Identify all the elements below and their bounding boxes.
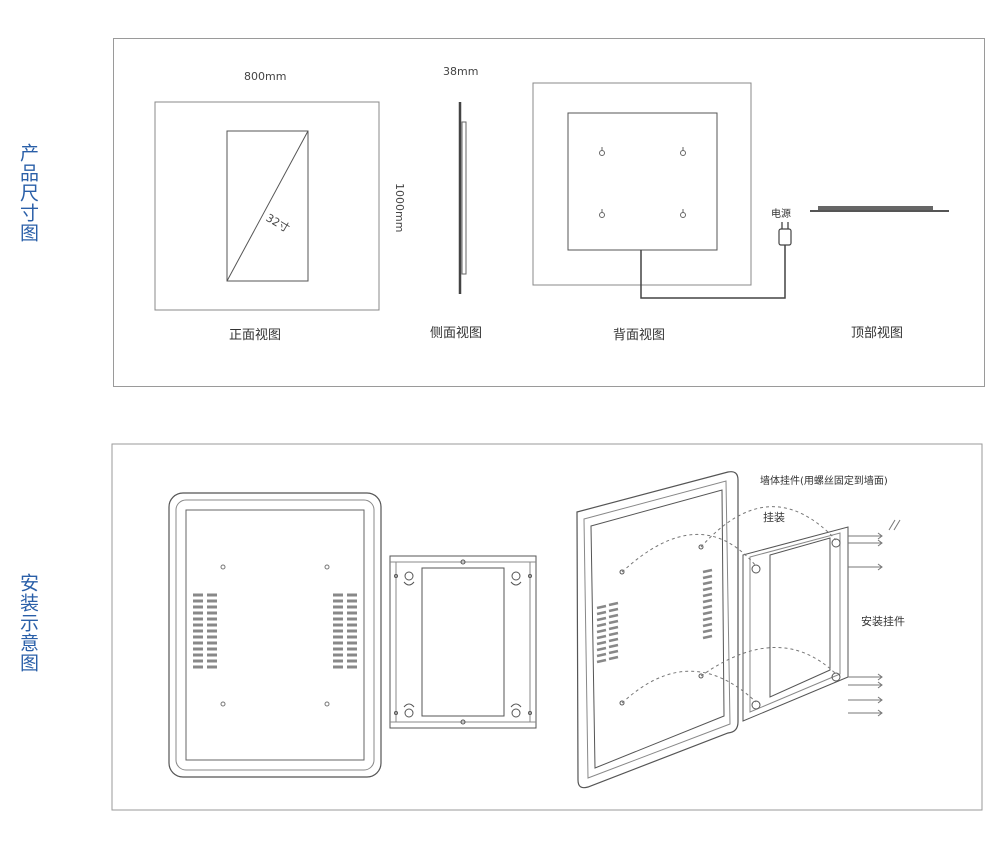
wall-arrows bbox=[848, 519, 901, 717]
wall-mount-note: 墙体挂件(用螺丝固定到墙面) bbox=[760, 474, 888, 487]
top-body bbox=[818, 206, 933, 211]
back-panel bbox=[567, 112, 718, 251]
top-view: 顶部视图 bbox=[810, 206, 949, 341]
front-view: 32寸 800mm 1000mm 正面视图 bbox=[154, 70, 406, 343]
screen-diagonal bbox=[226, 130, 309, 282]
dimensions-panel bbox=[113, 38, 985, 387]
front-view-caption: 正面视图 bbox=[229, 328, 281, 343]
keyhole-holes bbox=[599, 147, 686, 218]
front-outer-frame bbox=[154, 101, 380, 311]
install-panel bbox=[111, 443, 983, 811]
side-view-caption: 侧面视图 bbox=[430, 326, 482, 341]
bracket-hooks bbox=[394, 559, 532, 725]
width-label: 800mm bbox=[244, 70, 286, 83]
power-plug-icon bbox=[778, 222, 792, 246]
vent-left bbox=[193, 593, 217, 669]
back-view: 电源 背面视图 bbox=[532, 82, 792, 343]
power-cable bbox=[640, 245, 786, 299]
keyhole-bottom-right bbox=[680, 212, 686, 218]
perspective-vents bbox=[596, 568, 713, 664]
side-mount-bracket bbox=[461, 121, 467, 275]
section-title-dimensions: 产品尺寸图 bbox=[16, 143, 40, 243]
back-outer-frame bbox=[532, 82, 752, 286]
section-title-install-text: 安装示意图 bbox=[17, 573, 39, 673]
vent-right bbox=[333, 593, 357, 669]
section-title-install: 安装示意图 bbox=[16, 573, 40, 673]
hang-label: 挂装 bbox=[763, 510, 785, 524]
perspective-install-illustration bbox=[576, 471, 901, 789]
screen-size-label: 32寸 bbox=[264, 210, 293, 235]
power-label: 电源 bbox=[771, 207, 791, 220]
bracket-label: 安装挂件 bbox=[861, 614, 905, 628]
mount-holes bbox=[220, 564, 330, 707]
keyhole-bottom-left bbox=[599, 212, 605, 218]
keyhole-top-left bbox=[599, 150, 605, 156]
height-label: 1000mm bbox=[393, 183, 406, 232]
display-back-illustration bbox=[168, 492, 382, 778]
back-view-caption: 背面视图 bbox=[613, 328, 665, 343]
wall-bracket-illustration bbox=[389, 555, 537, 729]
depth-label: 38mm bbox=[443, 65, 478, 78]
top-view-caption: 顶部视图 bbox=[851, 326, 903, 341]
side-view: 38mm 侧面视图 bbox=[430, 65, 482, 341]
keyhole-top-right bbox=[680, 150, 686, 156]
front-screen-area bbox=[226, 130, 309, 282]
hanging-arcs bbox=[621, 506, 837, 704]
section-title-dimensions-text: 产品尺寸图 bbox=[17, 143, 39, 243]
